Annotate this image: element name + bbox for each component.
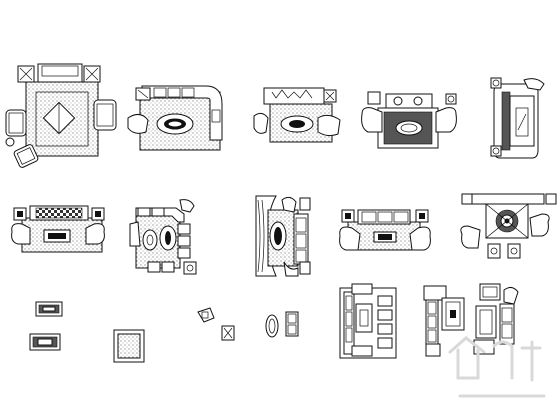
- oval-table: [265, 314, 279, 338]
- furniture-set-11: [339, 283, 397, 359]
- loveseat: [285, 311, 299, 337]
- furniture-set-10: [460, 193, 557, 259]
- small-rug-1: [35, 301, 63, 317]
- furniture-set-5: [490, 77, 545, 159]
- furniture-set-1: [5, 63, 117, 168]
- small-chair-2: [221, 325, 235, 341]
- furniture-set-8: [255, 195, 311, 277]
- furniture-set-7: [129, 199, 197, 275]
- square-rug: [113, 329, 145, 363]
- small-chair-1: [197, 307, 215, 323]
- furniture-set-6: [11, 205, 105, 253]
- small-rug-2: [29, 333, 61, 351]
- furniture-set-4: [361, 91, 457, 149]
- furniture-set-9: [339, 209, 431, 251]
- furniture-set-12: [423, 283, 519, 357]
- furniture-set-3: [253, 87, 341, 143]
- furniture-set-2: [127, 85, 223, 151]
